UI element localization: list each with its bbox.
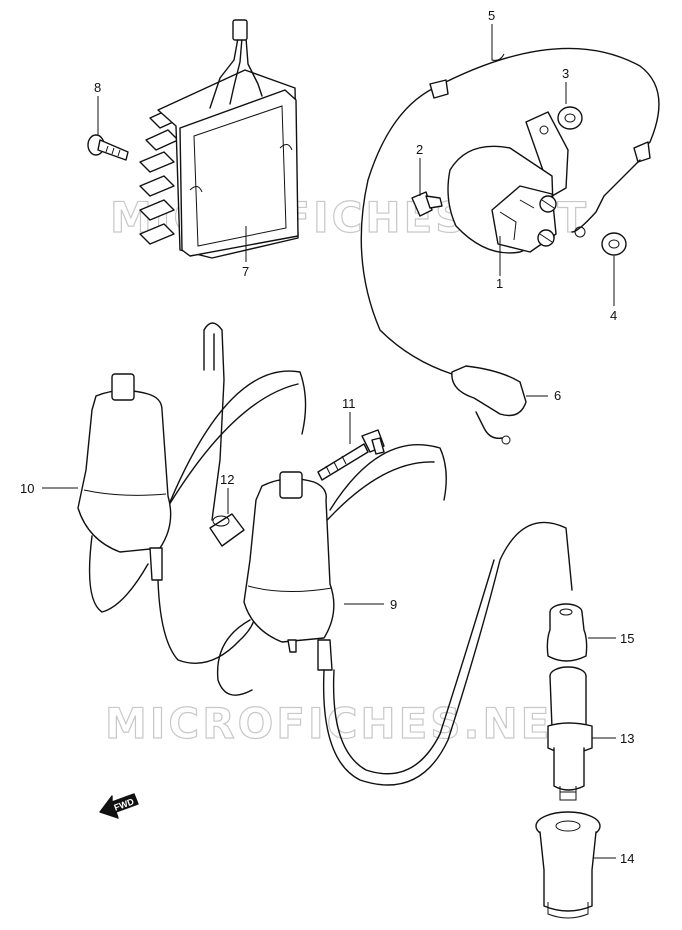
- callout-12: 12: [220, 472, 234, 487]
- part-2-bolt[interactable]: [411, 191, 443, 217]
- part-12-spacer[interactable]: [209, 513, 245, 547]
- watermark-bottom: MICROFICHES.NET: [105, 699, 584, 748]
- callout-4: 4: [610, 308, 617, 323]
- part-1-starter-relay[interactable]: [447, 111, 569, 254]
- callout-2: 2: [416, 142, 423, 157]
- callout-8: 8: [94, 80, 101, 95]
- callout-7: 7: [242, 264, 249, 279]
- callout-14: 14: [620, 851, 634, 866]
- part-3-nut[interactable]: [557, 106, 583, 130]
- part-4-nut[interactable]: [601, 232, 627, 256]
- callout-10: 10: [20, 481, 34, 496]
- part-8-bolt[interactable]: [87, 134, 129, 161]
- callout-15: 15: [620, 631, 634, 646]
- fwd-label: FWD: [113, 796, 136, 813]
- callout-1: 1: [496, 276, 503, 291]
- part-5-cable[interactable]: [360, 47, 660, 375]
- callouts: 1 2 3 4 5 6 7 8 9 10 11 12 13 14 15: [20, 8, 634, 866]
- part-6-boot[interactable]: [451, 365, 527, 445]
- part-15-plug-cap[interactable]: [546, 603, 588, 662]
- part-13-suppressor[interactable]: [547, 666, 593, 801]
- part-11-bolt[interactable]: [317, 429, 385, 481]
- part-14-boot[interactable]: [535, 811, 601, 919]
- callout-3: 3: [562, 66, 569, 81]
- callout-6: 6: [554, 388, 561, 403]
- callout-5: 5: [488, 8, 495, 23]
- part-10-ignition-coil[interactable]: [77, 322, 307, 664]
- callout-9: 9: [390, 597, 397, 612]
- part-9-ignition-coil[interactable]: [216, 444, 573, 786]
- leader-lines: [42, 24, 616, 859]
- callout-13: 13: [620, 731, 634, 746]
- fwd-arrow: FWD: [99, 793, 139, 819]
- part-7-regulator[interactable]: [139, 19, 299, 259]
- callout-11: 11: [342, 396, 356, 411]
